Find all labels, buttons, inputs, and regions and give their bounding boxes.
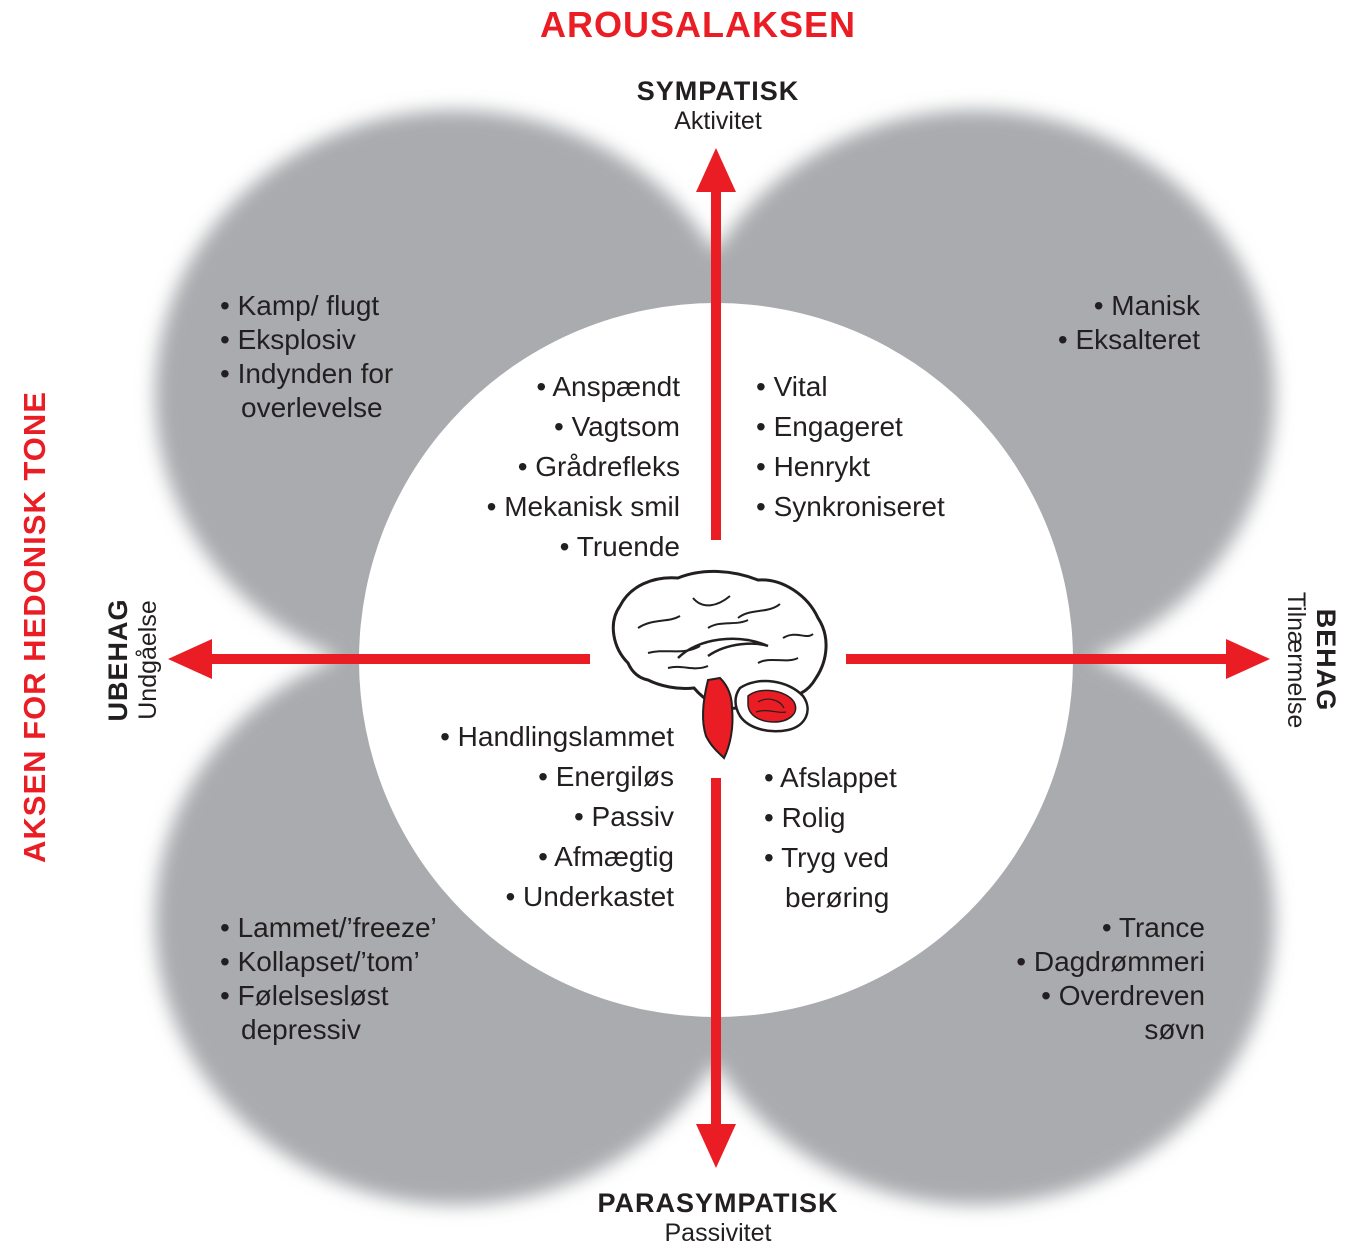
outer-bottom-left-list: • Lammet/’freeze’ • Kollapset/’tom’ • Fø… bbox=[220, 911, 437, 1047]
list-item: • Engageret bbox=[756, 411, 903, 442]
list-item: • Afmægtig bbox=[538, 841, 674, 872]
axis-right-label: BEHAG Tilnærmelse bbox=[1281, 560, 1341, 760]
list-item: depressiv bbox=[241, 1014, 361, 1045]
list-item: • Afslappet bbox=[764, 762, 897, 793]
list-item: overlevelse bbox=[241, 392, 383, 423]
list-item: • Trance bbox=[1101, 912, 1205, 943]
list-item: • Synkroniseret bbox=[756, 491, 945, 522]
list-item: berøring bbox=[785, 882, 890, 913]
list-item: • Truende bbox=[559, 531, 680, 562]
list-item: • Manisk bbox=[1093, 290, 1200, 321]
list-item: • Følelsesløst bbox=[220, 980, 389, 1011]
list-item: • Energiløs bbox=[538, 761, 674, 792]
list-item: • Henrykt bbox=[756, 451, 871, 482]
outer-top-left-list: • Kamp/ flugt • Eksplosiv • Indynden for… bbox=[220, 289, 393, 425]
aktivitet-label: Aktivitet bbox=[674, 107, 762, 135]
list-item: • Handlingslammet bbox=[440, 721, 674, 752]
list-item: • Anspændt bbox=[536, 371, 680, 402]
inner-top-left-list: • Anspændt • Vagtsom • Grådrefleks • Mek… bbox=[420, 367, 680, 567]
list-item: • Tryg ved bbox=[764, 842, 889, 873]
list-item: • Mekanisk smil bbox=[486, 491, 680, 522]
brain-icon bbox=[611, 570, 828, 760]
axis-top-label: SYMPATISK Aktivitet bbox=[568, 76, 868, 136]
outer-top-right-list: • Manisk • Eksalteret bbox=[1000, 289, 1200, 357]
inner-bottom-right-list: • Afslappet • Rolig • Tryg ved berøring bbox=[764, 758, 897, 918]
axis-bottom-label: PARASYMPATISK Passivitet bbox=[548, 1188, 888, 1248]
behag-label: BEHAG bbox=[1311, 608, 1341, 712]
list-item: • Overdreven bbox=[1041, 980, 1205, 1011]
sympatisk-label: SYMPATISK bbox=[636, 76, 800, 106]
list-item: • Dagdrømmeri bbox=[1016, 946, 1205, 977]
list-item: • Grådrefleks bbox=[517, 451, 680, 482]
hedonic-axis-arrow bbox=[168, 639, 1270, 679]
passivitet-label: Passivitet bbox=[664, 1219, 772, 1247]
axis-left-label: UBEHAG Undgåelse bbox=[103, 560, 163, 760]
list-item: • Indynden for bbox=[220, 358, 394, 389]
outer-bottom-right-list: • Trance • Dagdrømmeri • Overdreven søvn bbox=[955, 911, 1205, 1047]
hedonic-axis-title: AKSEN FOR HEDONISK TONE bbox=[17, 391, 52, 863]
inner-top-right-list: • Vital • Engageret • Henrykt • Synkroni… bbox=[756, 367, 945, 527]
list-item: • Underkastet bbox=[505, 881, 674, 912]
list-item: • Passiv bbox=[573, 801, 674, 832]
undgaelse-label: Undgåelse bbox=[134, 600, 162, 720]
arousal-axis-arrow bbox=[696, 148, 736, 1168]
list-item: • Eksplosiv bbox=[220, 324, 356, 355]
list-item: • Lammet/’freeze’ bbox=[220, 912, 437, 943]
ubehag-label: UBEHAG bbox=[103, 598, 133, 722]
list-item: • Kamp/ flugt bbox=[220, 290, 380, 321]
parasympatisk-label: PARASYMPATISK bbox=[597, 1188, 839, 1218]
list-item: • Eksalteret bbox=[1057, 324, 1200, 355]
arousal-axis-title: AROUSALAKSEN bbox=[539, 4, 856, 45]
list-item: søvn bbox=[1144, 1014, 1205, 1045]
list-item: • Kollapset/’tom’ bbox=[220, 946, 420, 977]
list-item: • Rolig bbox=[764, 802, 846, 833]
list-item: • Vital bbox=[756, 371, 828, 402]
list-item: • Vagtsom bbox=[554, 411, 680, 442]
tilnaermelse-label: Tilnærmelse bbox=[1282, 591, 1310, 729]
inner-bottom-left-list: • Handlingslammet • Energiløs • Passiv •… bbox=[394, 717, 674, 917]
